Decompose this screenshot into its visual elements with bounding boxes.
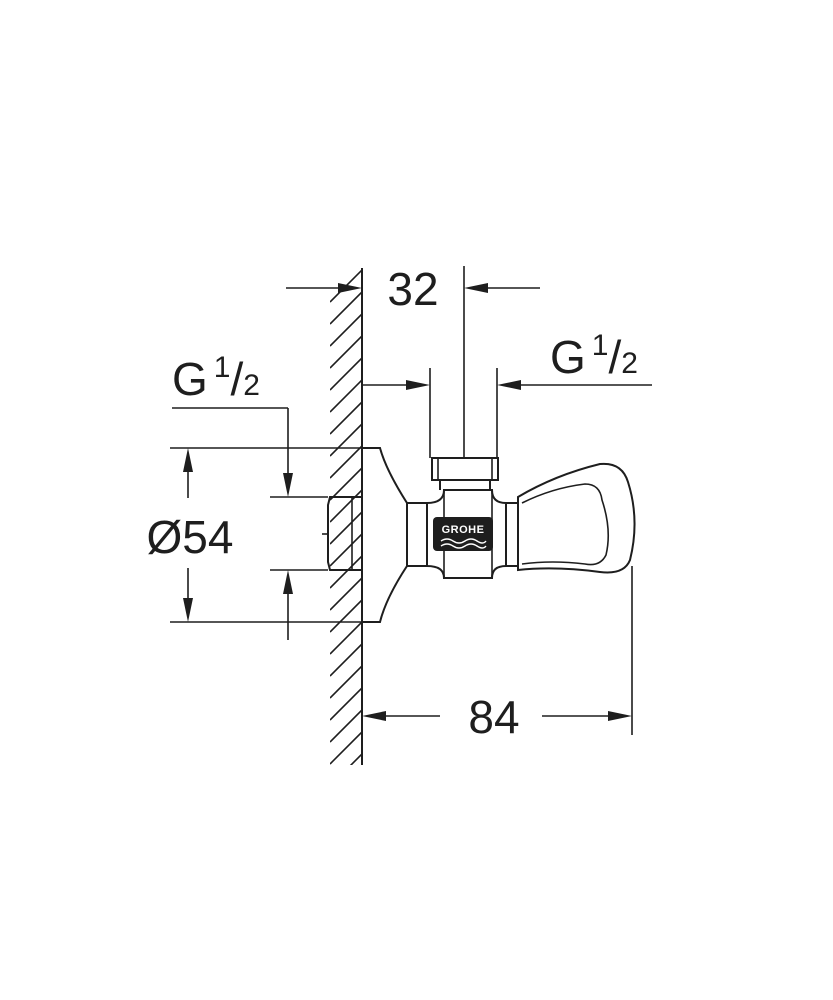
handle-collar: [506, 502, 519, 567]
wall-hatching: [330, 270, 362, 830]
hatch-line: [330, 423, 362, 457]
hatch-line: [330, 665, 362, 699]
hatch-line: [330, 445, 362, 479]
hatch-line: [330, 687, 362, 721]
hatch-line: [330, 599, 362, 633]
hatch-line: [330, 555, 362, 589]
dim-84-label: 84: [468, 691, 519, 743]
hatch-line: [330, 731, 362, 765]
dim-32-arrow-right: [464, 283, 488, 293]
hatch-line: [330, 467, 362, 501]
hatch-line: [330, 357, 362, 391]
hatch-line: [330, 798, 362, 830]
hatch-line: [330, 709, 362, 743]
grohe-logo-text: GROHE: [442, 524, 485, 536]
dia-54-label: Ø54: [147, 511, 234, 563]
hatch-line: [330, 489, 362, 523]
dimension-32: 32: [286, 263, 540, 458]
dim-84-arrow-left: [362, 711, 386, 721]
hatch-line: [330, 577, 362, 611]
hatch-line: [330, 533, 362, 567]
hatch-line: [330, 776, 362, 808]
wall: [330, 268, 363, 830]
valve-handle: [517, 462, 636, 574]
hatch-line: [330, 379, 362, 413]
hatch-line: [330, 511, 362, 545]
dia-arrow-bottom: [183, 598, 193, 622]
dim-32-label: 32: [387, 263, 438, 315]
handle-facet: [521, 483, 610, 566]
grohe-logo: GROHE: [433, 517, 493, 551]
outlet-arrow-left: [406, 380, 430, 390]
wall-flange: [362, 447, 408, 623]
hatch-line: [330, 313, 362, 347]
inlet-arrow-down: [283, 473, 293, 497]
valve-neck: [407, 502, 428, 567]
dim-84-arrow-right: [608, 711, 632, 721]
dimension-84: 84: [362, 566, 633, 743]
dim-32-arrow-left: [338, 283, 362, 293]
angle-valve: GROHE: [322, 447, 636, 623]
hatch-line: [330, 335, 362, 369]
inlet-arrow-up: [283, 570, 293, 594]
outlet-connector: [431, 457, 499, 481]
hatch-line: [349, 753, 362, 765]
outlet-arrow-right: [497, 380, 521, 390]
outlet-neck: [439, 480, 491, 490]
dia-arrow-top: [183, 448, 193, 472]
hatch-line: [330, 401, 362, 435]
hatch-line: [330, 291, 362, 325]
dimension-diameter-54: Ø54: [147, 447, 362, 623]
hatch-line: [330, 643, 362, 677]
hatch-line: [330, 621, 362, 655]
